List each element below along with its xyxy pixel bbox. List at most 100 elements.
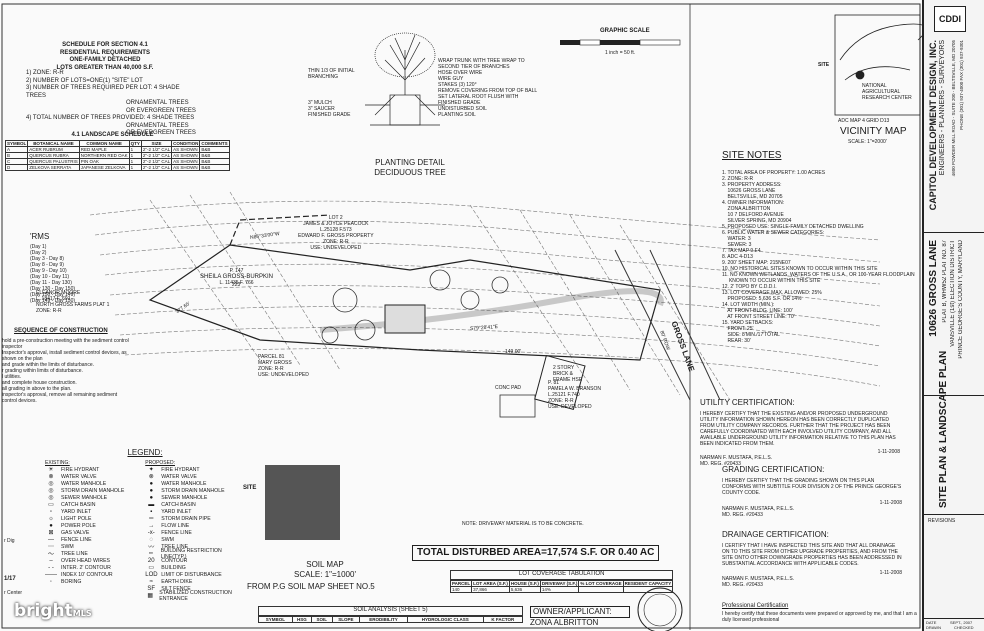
sequence-step: Inspector's approval, install sediment c… [2,349,127,362]
planting-left-notes: THIN 1/3 OF INITIAL BRANCHING 3" MULCH 3… [308,68,378,118]
legend-row: ▬CATCH BASIN [145,501,245,508]
legend-label: STORM DRAIN MANHOLE [161,487,225,494]
table-cell: QUERCUS PALUSTRIS [27,157,80,165]
sequence-step: and grade within the limits of disturban… [2,361,94,368]
parcel-label-line: PARCEL 81 [258,354,285,360]
legend-label: TREE LINE [161,543,189,550]
legend-label: WATER VALVE [61,473,97,480]
legend-label: YARD INLET [61,508,92,515]
rms-line: (Day 11 - Day 130) [30,280,72,286]
parcel-label-line: ELEANOR MOORE [36,290,81,296]
column-header: SLOPE [331,615,361,623]
sequence-step: all grading in above to the plan. [2,385,72,392]
table-row: D ZELKOVA SERRATA JAPANESE ZELKOVA 1 2"-… [4,163,230,171]
column-header: BOTANICAL NAME [27,139,80,147]
legend-existing-list: ☀FIRE HYDRANT⊗WATER VALVE◎WATER MANHOLE◎… [45,466,135,585]
legend-row: ◎SEWER MANHOLE [45,494,135,502]
parcel-147-label: P. 147 SHEILA GROSS-BURPKIN L. 11435 F. … [200,268,273,286]
rms-schedule: 'RMS (Day 1) (Day 2) (Day 3 - Day 8) (Da… [30,232,90,304]
site-note: 15. YARD SETBACKS: [722,320,774,326]
planting-note: FINISHED GRADE [308,112,351,118]
table-cell: AS SHOWN [171,157,201,165]
site-note: SEWER: 3 [722,242,752,248]
legend-label: SWM [61,543,74,550]
conc-pad [499,394,536,418]
table-cell: 2"-2 1/2" CAL [140,157,173,165]
column-header: % LOT COVERAGE [578,579,624,587]
parcel-label-line: L.25121 F.740 [548,392,580,398]
column-header: SYMBOL [4,139,29,147]
table-cell: AS SHOWN [171,151,201,159]
planting-detail-heading: PLANTING DETAIL [375,158,445,167]
site-notes-list: 1. TOTAL AREA OF PROPERTY: 1.00 ACRES 2.… [722,170,918,344]
site-notes: SITE NOTES 1. TOTAL AREA OF PROPERTY: 1.… [722,150,918,344]
checked-label: CHECKED [954,625,974,630]
parcel-label-line: USE: UNDEVELOPED [258,372,309,378]
professional-cert-body: I hereby certify that these documents we… [722,610,917,623]
utility-cert-date: 1-11-2008 [877,449,900,455]
lot-coverage-tabulation: LOT COVERAGE TABULATION PARCEL LOT AREA … [449,570,674,593]
tree-symbols [321,269,509,344]
legend-label: STABILIZED CONSTRUCTION ENTRANCE [159,589,232,602]
company-name: CAPITOL DEVELOPMENT DESIGN, INC. [928,40,938,211]
planting-note: WIRE GUY [438,76,464,82]
site-note: FRONT: 25' [722,326,754,332]
table-cell: 1 [128,163,142,171]
project-plat: PLAT B, WHW52 PLAT NO. 87 [942,240,948,323]
planting-note: REMOVE COVERING FROM TOP OF BALL [438,88,538,94]
legend-symbol-icon: ◎ [48,481,54,487]
grading-cert-date: 1-11-2008 [879,500,902,506]
legend-label: FLOW LINE [161,522,190,529]
planting-note: UNDISTURBED SOIL [438,106,487,112]
grading-certification: GRADING CERTIFICATION: I HEREBY CERTIFY … [722,465,902,518]
legend-label: YARD INLET [161,508,192,515]
legend-symbol-icon: —— [45,571,57,578]
planting-note: 3" MULCH [308,100,332,106]
planting-detail-title: PLANTING DETAIL DECIDUOUS TREE [365,158,455,178]
legend-row: ◎STORM DRAIN MANHOLE [45,487,135,495]
legend-symbol-icon: – [49,557,53,564]
driveway-note: NOTE: DRIVEWAY MATERIAL IS TO BE CONCRET… [462,521,584,527]
parcel-label-line: ZONE: R-R [36,308,62,314]
column-header: COMMON NAME [78,139,130,147]
planting-detail-notes: WRAP TRUNK WITH TREE WRAP TO SECOND TIER… [438,58,543,118]
legend-symbol-icon: ☀ [48,467,54,473]
rms-line: (Day 8 - Day 9) [30,262,64,268]
site-plan-drawing [1,3,922,631]
house-label: 2 STORY BRICK & FRAME HSE [553,365,583,383]
legend-symbol-icon: - - [48,564,54,571]
legend-label: FENCE LINE [61,536,92,543]
table-header-row: SYMBOL BOTANICAL NAME COMMON NAME QTY SI… [4,139,230,147]
legend-row: - -INTER. 2' CONTOUR [45,564,135,571]
revisions-label: REVISIONS [928,518,956,524]
schedule-title: SCHEDULE FOR SECTION 4.1 RESIDENTIAL REQ… [50,42,160,72]
date-value: SEPT., 2007 [950,620,973,625]
legend-row: ☼LIGHT POLE [45,515,135,522]
table-cell: 5,636 [508,585,541,593]
total-disturbed-area: TOTAL DISTURBED AREA=17,574 S.F. OR 0.40… [412,545,660,561]
parcel-label-line: P. 147 [229,268,244,274]
table-row: B QUERCUS RUBRA NORTHERN RED OAK 1 2"-2 … [4,151,230,159]
graphic-scale-title: GRAPHIC SCALE [600,28,650,34]
legend-symbol-icon: SF [147,585,156,592]
legend-label: WATER MANHOLE [61,480,107,487]
lot-coverage-table: PARCEL LOT AREA (S.F.) HOUSE (S.F.) DRIV… [449,579,674,593]
legend-title: LEGEND: [127,448,163,457]
legend-row: ≈EARTH DIKE [145,578,245,585]
drainage-cert-body: I CERTIFY THAT I HAVE INSPECTED THIS SIT… [722,543,902,567]
column-header: HYDROLOGIC CLASS [406,615,484,623]
soil-map-title: SOIL MAP [306,560,344,569]
site-note: 13. LOT COVERAGE MAX. ALLOWED: 25% [722,290,822,296]
schedule-item: 2) NUMBER OF LOTS=ONE(1) "SITE" LOT [26,77,143,84]
legend-symbol-icon: ▭ [148,565,155,571]
site-note: AT FRONT STREET LINE: 70' [722,314,795,320]
site-note: SIDE: 8'MIN./17'TOTAL [722,332,780,338]
column-header: SYMBOL [258,615,293,623]
rms-line: (Day 10 - Day 11) [30,274,70,280]
site-note: 14. LOT WIDTH (MIN.): [722,302,775,308]
sequence-step: hold a pre-construction meeting with the… [2,337,129,350]
legend-symbol-icon: ⊗ [48,474,54,480]
contour-lines [89,191,881,401]
lot-label-line: JAMES & JOYCE PEACOCK [303,221,369,227]
